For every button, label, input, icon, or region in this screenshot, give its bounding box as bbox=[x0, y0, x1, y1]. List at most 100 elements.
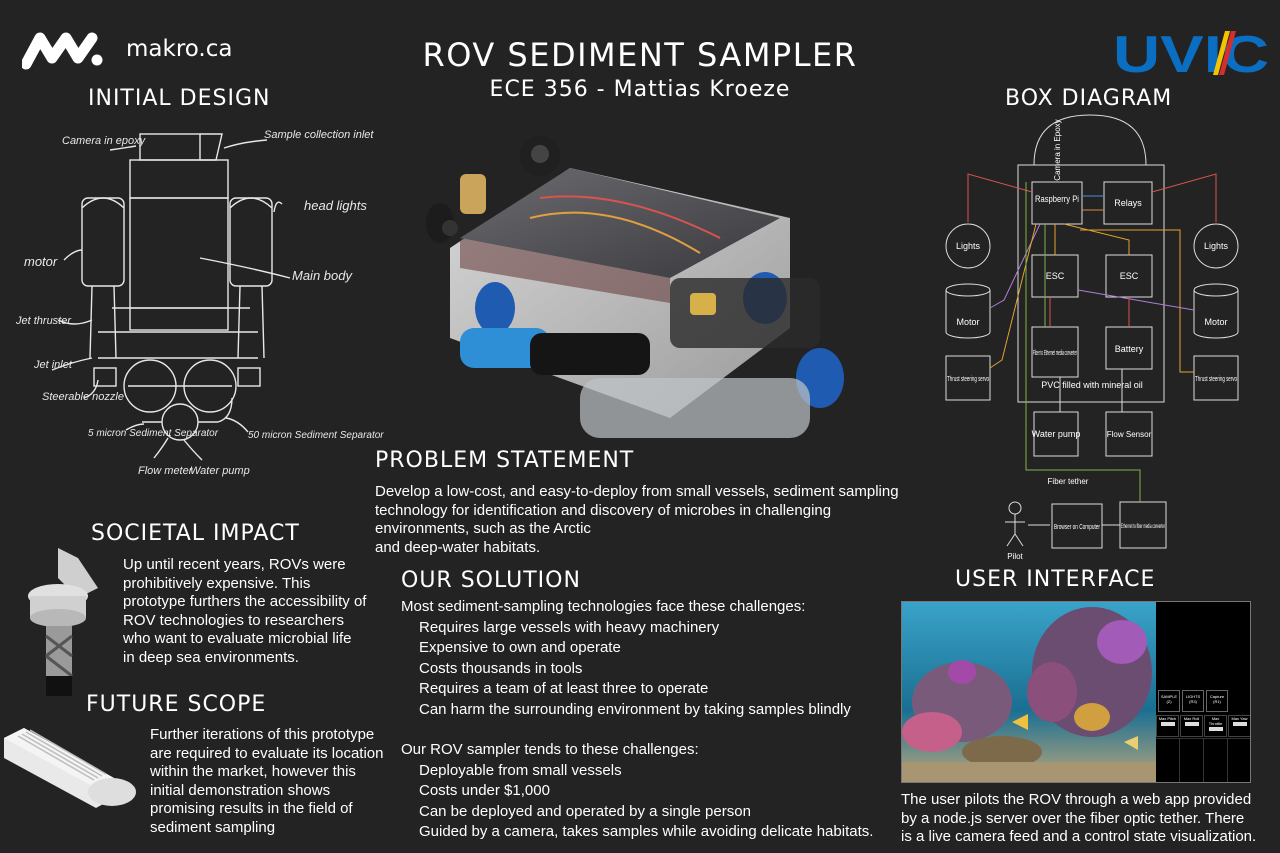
svg-text:5 micron Sediment Separator: 5 micron Sediment Separator bbox=[88, 428, 219, 439]
initial-design-sketch: Camera in epoxy Sample collection inlet … bbox=[12, 118, 392, 498]
svg-text:Main body: Main body bbox=[292, 268, 353, 283]
svg-text:Camera in epoxy: Camera in epoxy bbox=[62, 135, 147, 147]
societal-heading: SOCIETAL IMPACT bbox=[91, 521, 300, 546]
svg-text:Water pump: Water pump bbox=[190, 465, 250, 477]
answer-item: Can be deployed and operated by a single… bbox=[419, 802, 751, 820]
future-line: promising results in the field of bbox=[150, 800, 353, 817]
fiber-block bbox=[1031, 326, 1079, 378]
svg-text:head lights: head lights bbox=[304, 198, 367, 213]
answer-item: Costs under $1,000 bbox=[419, 782, 550, 799]
pi-block bbox=[1031, 181, 1083, 225]
ui-line: The user pilots the ROV through a web ap… bbox=[901, 791, 1252, 808]
svg-text:Ethernet to fiber media conver: Ethernet to fiber media converter bbox=[1121, 524, 1165, 530]
future-line: within the market, however this bbox=[150, 763, 356, 780]
svg-text:Fiber tether: Fiber tether bbox=[1048, 477, 1089, 486]
sample-button[interactable]: SAMPLE (Z) bbox=[1158, 690, 1180, 712]
svg-text:Lights: Lights bbox=[1204, 241, 1229, 251]
svg-text:motor: motor bbox=[24, 254, 58, 269]
problem-heading: PROBLEM STATEMENT bbox=[375, 448, 635, 473]
box-diagram-heading: BOX DIAGRAM bbox=[1005, 86, 1173, 111]
poster-subtitle: ECE 356 - Mattias Kroeze bbox=[489, 77, 791, 102]
future-line: sediment sampling bbox=[150, 818, 276, 836]
problem-line: and deep-water habitats. bbox=[375, 538, 541, 556]
answer-item: Deployable from small vessels bbox=[419, 761, 622, 779]
svg-text:Fiber to Ethernet media conver: Fiber to Ethernet media converter bbox=[1033, 350, 1077, 357]
svg-text:Steerable nozzle: Steerable nozzle bbox=[42, 391, 124, 403]
svg-text:Lights: Lights bbox=[956, 241, 981, 251]
future-heading: FUTURE SCOPE bbox=[86, 692, 267, 717]
challenge-item: Requires a team of at least three to ope… bbox=[419, 680, 709, 697]
capture-button[interactable]: Capture (R1) bbox=[1206, 690, 1228, 712]
box-diagram: Camera in Epoxy Raspberry Pi Relays Ligh… bbox=[940, 110, 1270, 561]
svg-text:Raspberry Pi: Raspberry Pi bbox=[1035, 194, 1079, 204]
svg-text:Camera in Epoxy: Camera in Epoxy bbox=[1053, 119, 1062, 180]
site-name: makro.ca bbox=[126, 36, 233, 62]
svg-text:Motor: Motor bbox=[1204, 317, 1227, 327]
solution-intro2: Our ROV sampler tends to these challenge… bbox=[401, 741, 699, 758]
svg-text:ESC: ESC bbox=[1046, 271, 1065, 281]
lights-right-block bbox=[1193, 223, 1239, 269]
problem-text: Develop a low-cost, and easy-to-deploy f… bbox=[375, 483, 905, 557]
future-line: initial demonstration shows bbox=[150, 781, 331, 799]
societal-line: prohibitively expensive. This bbox=[123, 574, 311, 592]
problem-line: Develop a low-cost, and easy-to-deploy f… bbox=[375, 483, 899, 500]
solution-text: Most sediment-sampling technologies face… bbox=[401, 597, 891, 843]
societal-line: who want to evaluate microbial life bbox=[123, 630, 352, 647]
ui-line: is a live camera feed and a control stat… bbox=[901, 828, 1257, 845]
svg-text:Sample collection inlet: Sample collection inlet bbox=[264, 129, 374, 141]
challenge-item: Can harm the surrounding environment by … bbox=[419, 700, 851, 718]
initial-design-heading: INITIAL DESIGN bbox=[88, 86, 271, 111]
svg-text:Water pump: Water pump bbox=[1032, 429, 1081, 439]
societal-line: prototype furthers the accessibility of bbox=[123, 593, 367, 610]
motor-right-block bbox=[1193, 290, 1239, 339]
max-roll-field[interactable]: Max Roll bbox=[1180, 715, 1203, 737]
max-pitch-field[interactable]: Max Pitch bbox=[1156, 715, 1179, 737]
control-grid bbox=[1156, 738, 1250, 782]
max-yaw-field[interactable]: Max Yaw bbox=[1228, 715, 1250, 737]
control-panel: SAMPLE (Z) LIGHTS (R3) Capture (R1) Max … bbox=[1156, 602, 1250, 782]
flow-block bbox=[1105, 411, 1153, 457]
solution-intro: Most sediment-sampling technologies face… bbox=[401, 598, 806, 615]
camera-feed bbox=[902, 602, 1156, 782]
sampler-part-image bbox=[18, 548, 114, 698]
rov-photo bbox=[420, 128, 860, 448]
svg-text:Battery: Battery bbox=[1115, 344, 1144, 354]
svg-text:Pilot: Pilot bbox=[1007, 552, 1023, 560]
uvic-logo-text: UVIC bbox=[1113, 27, 1269, 77]
servo-left-block bbox=[945, 355, 991, 401]
svg-text:Motor: Motor bbox=[956, 317, 979, 327]
relays-block bbox=[1103, 181, 1153, 225]
societal-line: ROV technologies to researchers bbox=[123, 611, 344, 629]
lights-left-block bbox=[945, 223, 991, 269]
uvic-logo: UVIC bbox=[1113, 26, 1271, 84]
max-throttle-field[interactable]: Max Throttle bbox=[1204, 715, 1227, 737]
makro-logo-icon bbox=[20, 32, 103, 70]
ui-screenshot: SAMPLE (Z) LIGHTS (R3) Capture (R1) Max … bbox=[901, 601, 1251, 783]
solution-heading: OUR SOLUTION bbox=[401, 568, 581, 593]
svg-text:Thrust steering servo: Thrust steering servo bbox=[1195, 376, 1237, 383]
lights-button[interactable]: LIGHTS (R3) bbox=[1182, 690, 1204, 712]
svg-text:Relays: Relays bbox=[1114, 198, 1142, 208]
future-part-image bbox=[4, 728, 138, 812]
browser-block bbox=[1051, 503, 1103, 549]
future-line: Further iterations of this prototype bbox=[150, 726, 375, 743]
ui-text: The user pilots the ROV through a web ap… bbox=[901, 791, 1276, 847]
future-text: Further iterations of this prototype are… bbox=[150, 726, 385, 837]
problem-line: technology for identification and discov… bbox=[375, 501, 832, 519]
svg-text:Jet inlet: Jet inlet bbox=[33, 359, 73, 371]
svg-text:50 micron Sediment Separator: 50 micron Sediment Separator bbox=[248, 430, 384, 441]
challenge-item: Costs thousands in tools bbox=[419, 659, 583, 677]
makro-logo bbox=[20, 30, 106, 70]
societal-line: Up until recent years, ROVs were bbox=[123, 556, 346, 573]
pump-block bbox=[1033, 411, 1079, 457]
answer-item: Guided by a camera, takes samples while … bbox=[419, 823, 874, 840]
svg-text:Flow Sensor: Flow Sensor bbox=[1107, 430, 1152, 439]
future-line: are required to evaluate its location bbox=[150, 744, 384, 762]
svg-text:PVC filled with mineral oil: PVC filled with mineral oil bbox=[1041, 380, 1143, 390]
svg-text:Jet thruster: Jet thruster bbox=[15, 315, 72, 327]
challenge-item: Requires large vessels with heavy machin… bbox=[419, 618, 720, 636]
poster-title: ROV SEDIMENT SAMPLER bbox=[422, 36, 858, 74]
societal-text: Up until recent years, ROVs were prohibi… bbox=[123, 556, 368, 667]
servo-right-block bbox=[1193, 355, 1239, 401]
societal-line: in deep sea environments. bbox=[123, 648, 299, 666]
